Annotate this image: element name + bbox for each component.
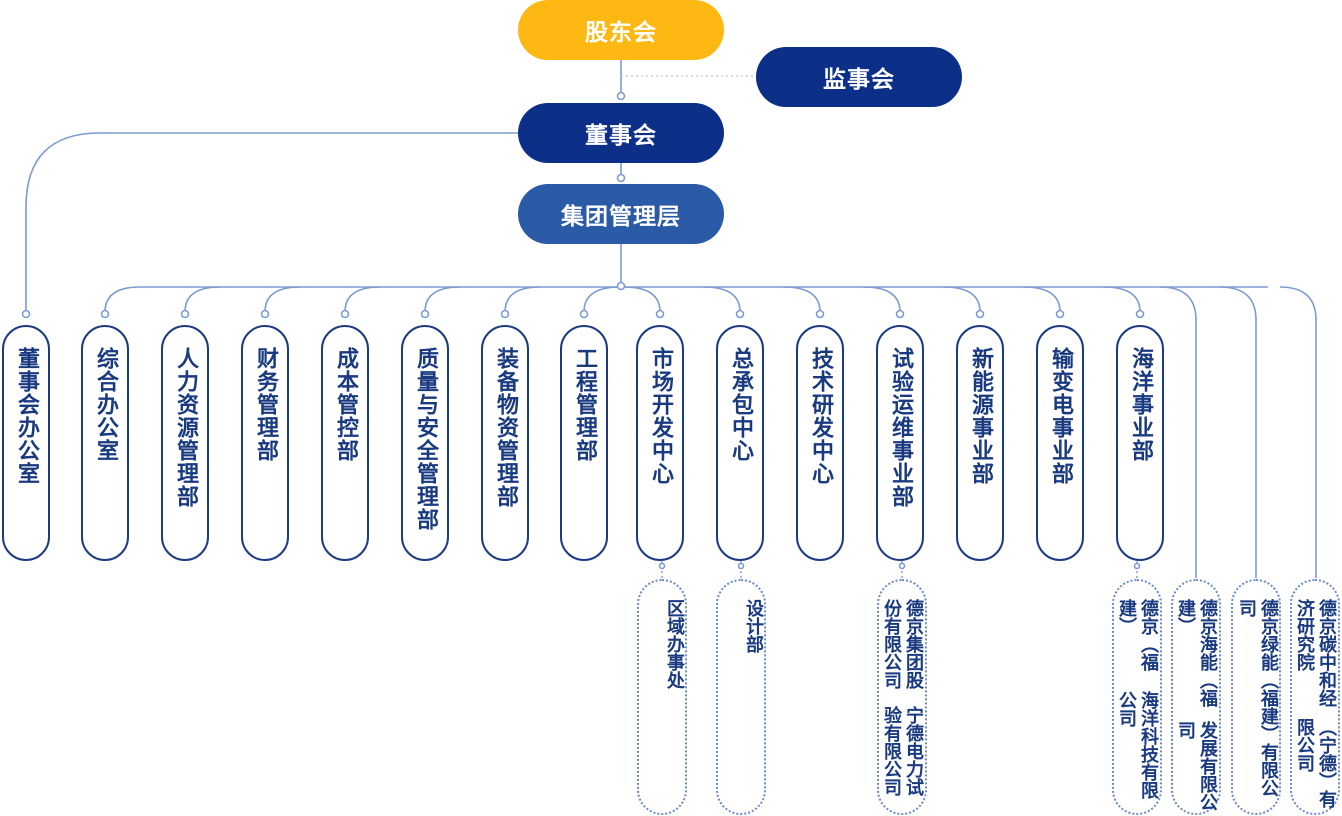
dept-general-office[interactable]: 综合办公室	[81, 325, 129, 561]
dept-marine[interactable]: 海洋事业部	[1116, 325, 1164, 561]
sub-design-dept[interactable]: 设计部	[716, 579, 766, 815]
supervisors-node[interactable]: 监事会	[756, 47, 962, 107]
sub-label-line: 德京（福建）	[1116, 599, 1159, 671]
dept-power-transmission[interactable]: 输变电事业部	[1036, 325, 1084, 561]
dept-human-resources[interactable]: 人力资源管理部	[161, 325, 209, 561]
sub-label: 区域办事处	[639, 599, 685, 689]
dept-label: 海洋事业部	[1128, 347, 1153, 462]
management-label: 集团管理层	[561, 204, 681, 230]
dept-label: 成本管控部	[333, 347, 358, 462]
sub-ningde-power-testing[interactable]: 德京集团股份有限公司 宁德电力试验有限公司	[877, 579, 927, 815]
dept-rnd-center[interactable]: 技术研发中心	[796, 325, 844, 561]
sub-marine-technology[interactable]: 德京（福建） 海洋科技有限公司	[1112, 579, 1162, 815]
dept-quality-safety[interactable]: 质量与安全管理部	[401, 325, 449, 561]
dept-label: 技术研发中心	[808, 347, 833, 485]
dept-testing-operations[interactable]: 试验运维事业部	[876, 325, 924, 561]
dept-label: 综合办公室	[93, 347, 118, 462]
sub-haineng-development[interactable]: 德京海能（福建） 发展有限公司	[1171, 579, 1221, 815]
sub-regional-offices[interactable]: 区域办事处	[637, 579, 687, 815]
sub-label-line: 德京海能（福建）	[1175, 599, 1218, 707]
sub-label: 德京海能（福建） 发展有限公司	[1173, 599, 1219, 813]
dept-equipment-materials[interactable]: 装备物资管理部	[481, 325, 529, 561]
sub-label: 德京（福建） 海洋科技有限公司	[1114, 599, 1160, 813]
sub-label-line: 设计部	[743, 599, 764, 653]
supervisors-label: 监事会	[823, 67, 895, 93]
sub-carbon-neutral-institute[interactable]: 德京碳中和经济研究院 （宁德）有限公司	[1290, 579, 1340, 815]
management-node[interactable]: 集团管理层	[518, 184, 724, 244]
sub-label-line: 宁德电力试验有限公司	[881, 706, 924, 796]
dept-engineering[interactable]: 工程管理部	[560, 325, 608, 561]
dept-label: 市场开发中心	[648, 347, 673, 485]
dept-label: 董事会办公室	[14, 347, 39, 485]
dept-general-contracting[interactable]: 总承包中心	[716, 325, 764, 561]
dept-label: 总承包中心	[728, 347, 753, 462]
dept-board-office[interactable]: 董事会办公室	[2, 325, 50, 561]
dept-label: 质量与安全管理部	[413, 347, 438, 531]
shareholders-label: 股东会	[585, 20, 657, 46]
sub-label: 德京集团股份有限公司 宁德电力试验有限公司	[879, 599, 925, 813]
shareholders-node[interactable]: 股东会	[518, 0, 724, 60]
sub-label-line: 发展有限公司	[1175, 721, 1218, 812]
dept-label: 试验运维事业部	[888, 347, 913, 508]
dept-cost-control[interactable]: 成本管控部	[321, 325, 369, 561]
dept-label: 工程管理部	[572, 347, 597, 462]
dept-label: 人力资源管理部	[173, 347, 198, 508]
sub-green-energy[interactable]: 德京绿能（福建）有限公司	[1231, 579, 1281, 815]
dept-label: 输变电事业部	[1048, 347, 1073, 485]
sub-label: 德京绿能（福建）有限公司	[1233, 599, 1279, 813]
board-node[interactable]: 董事会	[518, 103, 724, 163]
sub-label-line: 德京集团股份有限公司	[881, 599, 924, 689]
dept-market-development[interactable]: 市场开发中心	[636, 325, 684, 561]
dept-finance[interactable]: 财务管理部	[241, 325, 289, 561]
sub-label-line: 德京碳中和经济研究院	[1294, 599, 1337, 707]
sub-label-line: 海洋科技有限公司	[1116, 690, 1159, 799]
dept-label: 装备物资管理部	[493, 347, 518, 508]
board-label: 董事会	[585, 123, 657, 149]
sub-label-line: 区域办事处	[664, 599, 685, 689]
sub-label-line: （宁德）有限公司	[1294, 717, 1337, 808]
dept-label: 财务管理部	[253, 347, 278, 462]
sub-label-line: 德京绿能（福建）有限公司	[1236, 599, 1279, 797]
dept-new-energy[interactable]: 新能源事业部	[956, 325, 1004, 561]
sub-label: 设计部	[718, 599, 764, 653]
dept-label: 新能源事业部	[968, 347, 993, 485]
sub-label: 德京碳中和经济研究院 （宁德）有限公司	[1292, 599, 1338, 813]
